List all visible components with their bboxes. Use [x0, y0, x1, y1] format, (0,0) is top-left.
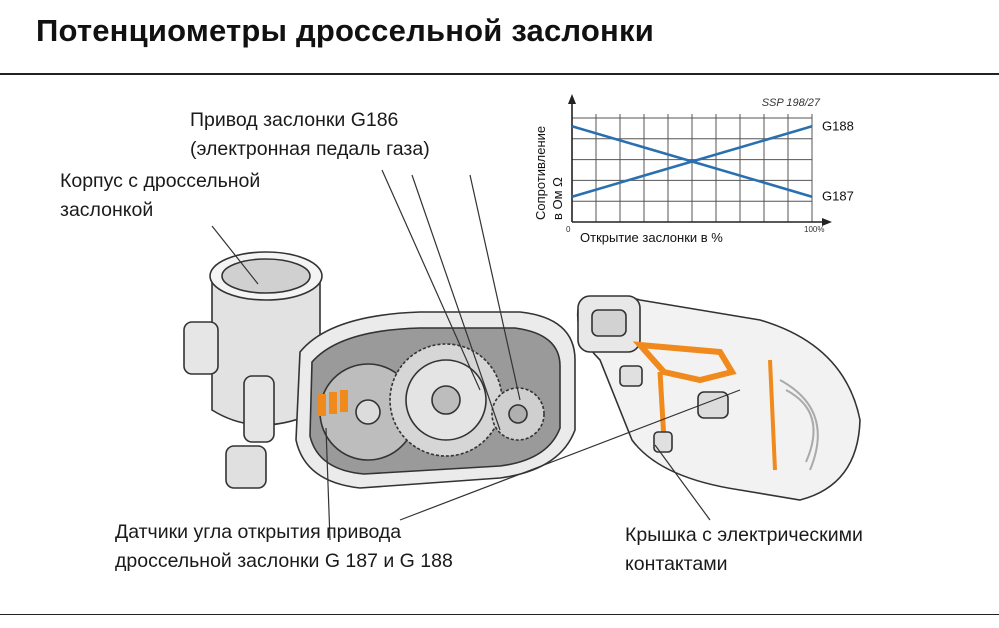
x-tick-start: 0 — [566, 225, 571, 234]
x-axis-label: Открытие заслонки в % — [580, 230, 723, 245]
series-label-g188: G188 — [822, 118, 854, 133]
leader-lines — [211, 169, 741, 541]
y-axis-arrow — [568, 94, 576, 104]
drive-label-line2: (электронная педаль газа) — [190, 138, 430, 160]
cover-label-line2: контактами — [625, 553, 728, 575]
ssp-reference: SSP 198/27 — [762, 97, 821, 109]
throttle-housing-drawing — [183, 251, 576, 489]
housing-label: Корпус с дроссельной заслонкой — [60, 167, 260, 225]
drive-label-line1: Привод заслонки G186 — [190, 109, 399, 131]
housing-label-line1: Корпус с дроссельной — [60, 170, 261, 192]
sensors-label-line2: дроссельной заслонки G 187 и G 188 — [115, 550, 453, 572]
sensors-label-line1: Датчики угла открытия привода — [115, 521, 402, 543]
series-label-g187: G187 — [822, 189, 854, 204]
sensors-label: Датчики угла открытия привода дроссельно… — [115, 518, 453, 576]
cover-label-line1: Крышка с электрическими — [625, 524, 863, 546]
x-tick-end: 100% — [804, 225, 824, 234]
series-line-g187 — [571, 125, 813, 198]
housing-label-line2: заслонкой — [60, 199, 154, 221]
cover-label: Крышка с электрическими контактами — [625, 521, 863, 579]
title-divider — [0, 73, 999, 75]
bottom-divider — [0, 614, 999, 615]
page-title: Потенциометры дроссельной заслонки — [36, 13, 654, 48]
x-axis-arrow — [822, 218, 832, 226]
chart-grid — [572, 114, 813, 223]
drive-label: Привод заслонки G186 (электронная педаль… — [190, 106, 430, 164]
chart-axes — [568, 94, 832, 226]
y-axis-label-line1: Сопротивление — [533, 126, 548, 220]
y-axis-label-line2: в Ом Ω — [550, 177, 565, 220]
